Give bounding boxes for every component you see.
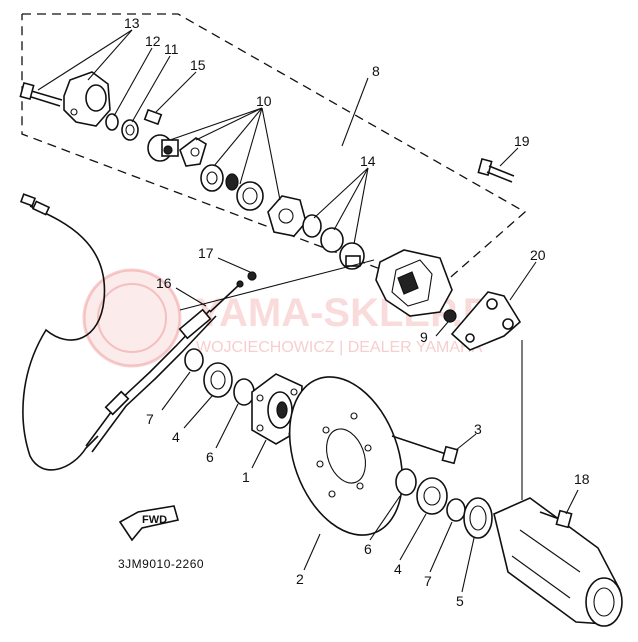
plug-14c bbox=[339, 242, 365, 270]
callout-5: 5 bbox=[456, 593, 464, 609]
callout-17: 17 bbox=[198, 245, 214, 261]
callout-10: 10 bbox=[256, 93, 272, 109]
brake-disc-2 bbox=[288, 376, 404, 536]
caliper-body bbox=[375, 249, 453, 317]
lever-arm bbox=[179, 137, 207, 167]
callout-2: 2 bbox=[296, 571, 304, 587]
o-ring-6a bbox=[233, 378, 255, 406]
watermark: YAMA-SKLEP.PL WOJCIECHOWICZ | DEALER YAM… bbox=[82, 268, 514, 368]
o-ring-6b bbox=[395, 468, 417, 496]
callout-4b: 4 bbox=[394, 561, 402, 577]
callout-3: 3 bbox=[474, 421, 482, 437]
o-ring-14b bbox=[320, 227, 344, 253]
o-ring-7b bbox=[446, 498, 466, 522]
callout-18: 18 bbox=[574, 471, 590, 487]
drawing-code: 3JM9010-2260 bbox=[118, 557, 204, 571]
callout-15: 15 bbox=[190, 57, 206, 73]
callout-4a: 4 bbox=[172, 429, 180, 445]
callout-13: 13 bbox=[124, 15, 140, 31]
seal-12 bbox=[105, 113, 119, 131]
callout-8: 8 bbox=[372, 63, 380, 79]
callout-7b: 7 bbox=[424, 573, 432, 589]
bolt-18 bbox=[539, 509, 573, 529]
nut-9 bbox=[443, 309, 457, 323]
seal-5 bbox=[463, 497, 493, 539]
callout-19: 19 bbox=[514, 133, 530, 149]
axle-housing bbox=[493, 497, 623, 627]
pin-15 bbox=[143, 108, 163, 126]
assembly-boundary bbox=[21, 13, 527, 291]
cover-housing bbox=[63, 71, 111, 127]
leader-lines bbox=[37, 29, 579, 593]
callout-12: 12 bbox=[145, 33, 161, 49]
callout-9: 9 bbox=[420, 329, 428, 345]
gasket-plate bbox=[267, 195, 307, 237]
spring-washer bbox=[225, 173, 239, 191]
callout-6b: 6 bbox=[364, 541, 372, 557]
bearing-ring bbox=[236, 181, 264, 211]
callout-numbers: 13 12 11 15 10 8 14 19 20 9 17 16 7 4 6 … bbox=[124, 15, 590, 609]
fitting-17 bbox=[247, 271, 257, 281]
o-ring-14a bbox=[302, 214, 322, 238]
oil-seal-4a bbox=[203, 362, 233, 398]
caliper-piston bbox=[147, 134, 179, 162]
fwd-arrow: FWD bbox=[118, 505, 180, 542]
bolt-3 bbox=[391, 435, 459, 465]
bracket-20 bbox=[450, 291, 522, 351]
callout-16: 16 bbox=[156, 275, 172, 291]
brake-cable-16 bbox=[19, 193, 244, 471]
washer-11 bbox=[121, 119, 139, 141]
watermark-tagline: WOJCIECHOWICZ | DEALER YAMAHA bbox=[196, 339, 483, 356]
callout-7a: 7 bbox=[146, 411, 154, 427]
bolt-13 bbox=[19, 81, 63, 107]
fwd-label: FWD bbox=[142, 514, 167, 526]
callout-11: 11 bbox=[164, 41, 179, 57]
o-ring-7a bbox=[184, 348, 204, 372]
cam-ring bbox=[200, 164, 224, 192]
oil-seal-4b bbox=[416, 477, 448, 515]
callout-1: 1 bbox=[242, 469, 250, 485]
callout-6a: 6 bbox=[206, 449, 214, 465]
bolt-19 bbox=[477, 157, 515, 183]
callout-14: 14 bbox=[360, 153, 376, 169]
callout-20: 20 bbox=[530, 247, 546, 263]
